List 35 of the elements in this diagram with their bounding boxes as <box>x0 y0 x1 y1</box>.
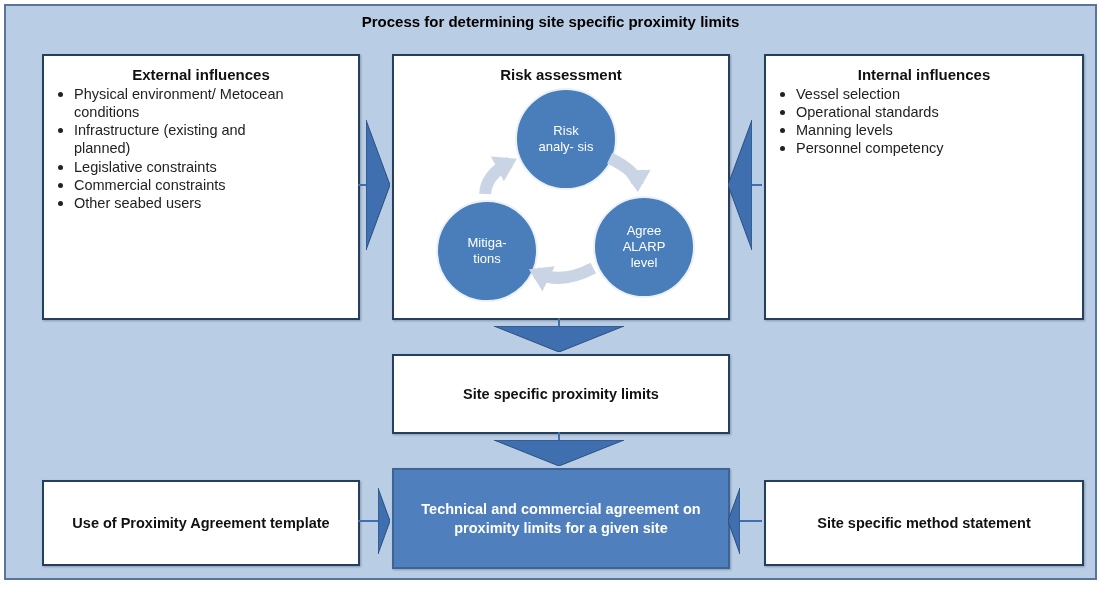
box-label: Site specific proximity limits <box>463 384 659 404</box>
chevron-arrow <box>493 317 625 353</box>
bullet-item: Vessel selection <box>796 85 900 104</box>
box-label: Site specific method statement <box>817 513 1031 533</box>
chevron-arrow <box>357 119 391 251</box>
panel-title: Process for determining site specific proximity limits <box>361 12 740 32</box>
box-heading: Risk assessment <box>499 66 623 83</box>
bullet-item: Manning levels <box>796 121 893 140</box>
chevron-arrow <box>727 119 763 251</box>
content-box <box>764 54 1084 320</box>
cycle-arrow <box>528 262 596 292</box>
bullet-item: Operational standards <box>796 103 939 122</box>
bullet-item: Legislative constraints <box>74 157 217 176</box>
bullet-item: Commercial constraints <box>74 175 226 194</box>
content-box <box>42 54 360 320</box>
box-heading: Internal influences <box>856 66 992 83</box>
chevron-arrow <box>727 487 763 555</box>
bullet-item: Personnel competency <box>796 139 944 158</box>
box-label: Use of Proximity Agreement template <box>72 513 330 533</box>
outer-panel <box>4 4 1097 580</box>
chevron-arrow <box>357 487 391 555</box>
bullet-item: Other seabed users <box>74 193 202 212</box>
bullet-item: Infrastructure (existing and planned) <box>74 121 247 158</box>
process-box <box>392 354 730 434</box>
process-box <box>42 480 360 566</box>
circle-label: Agree ALARP level <box>621 222 667 272</box>
circle-label: Risk analy- sis <box>537 122 595 156</box>
process-box <box>764 480 1084 566</box>
circle-label: Mitiga- tions <box>466 234 508 268</box>
box-heading: External influences <box>131 66 271 83</box>
bullet-item: Physical environment/ Metocean conditions <box>74 85 285 122</box>
content-box <box>392 54 730 320</box>
result-box <box>392 468 730 569</box>
chevron-arrow <box>493 431 625 467</box>
box-label: Technical and commercial agreement on proximity limits for a given site <box>420 499 702 538</box>
